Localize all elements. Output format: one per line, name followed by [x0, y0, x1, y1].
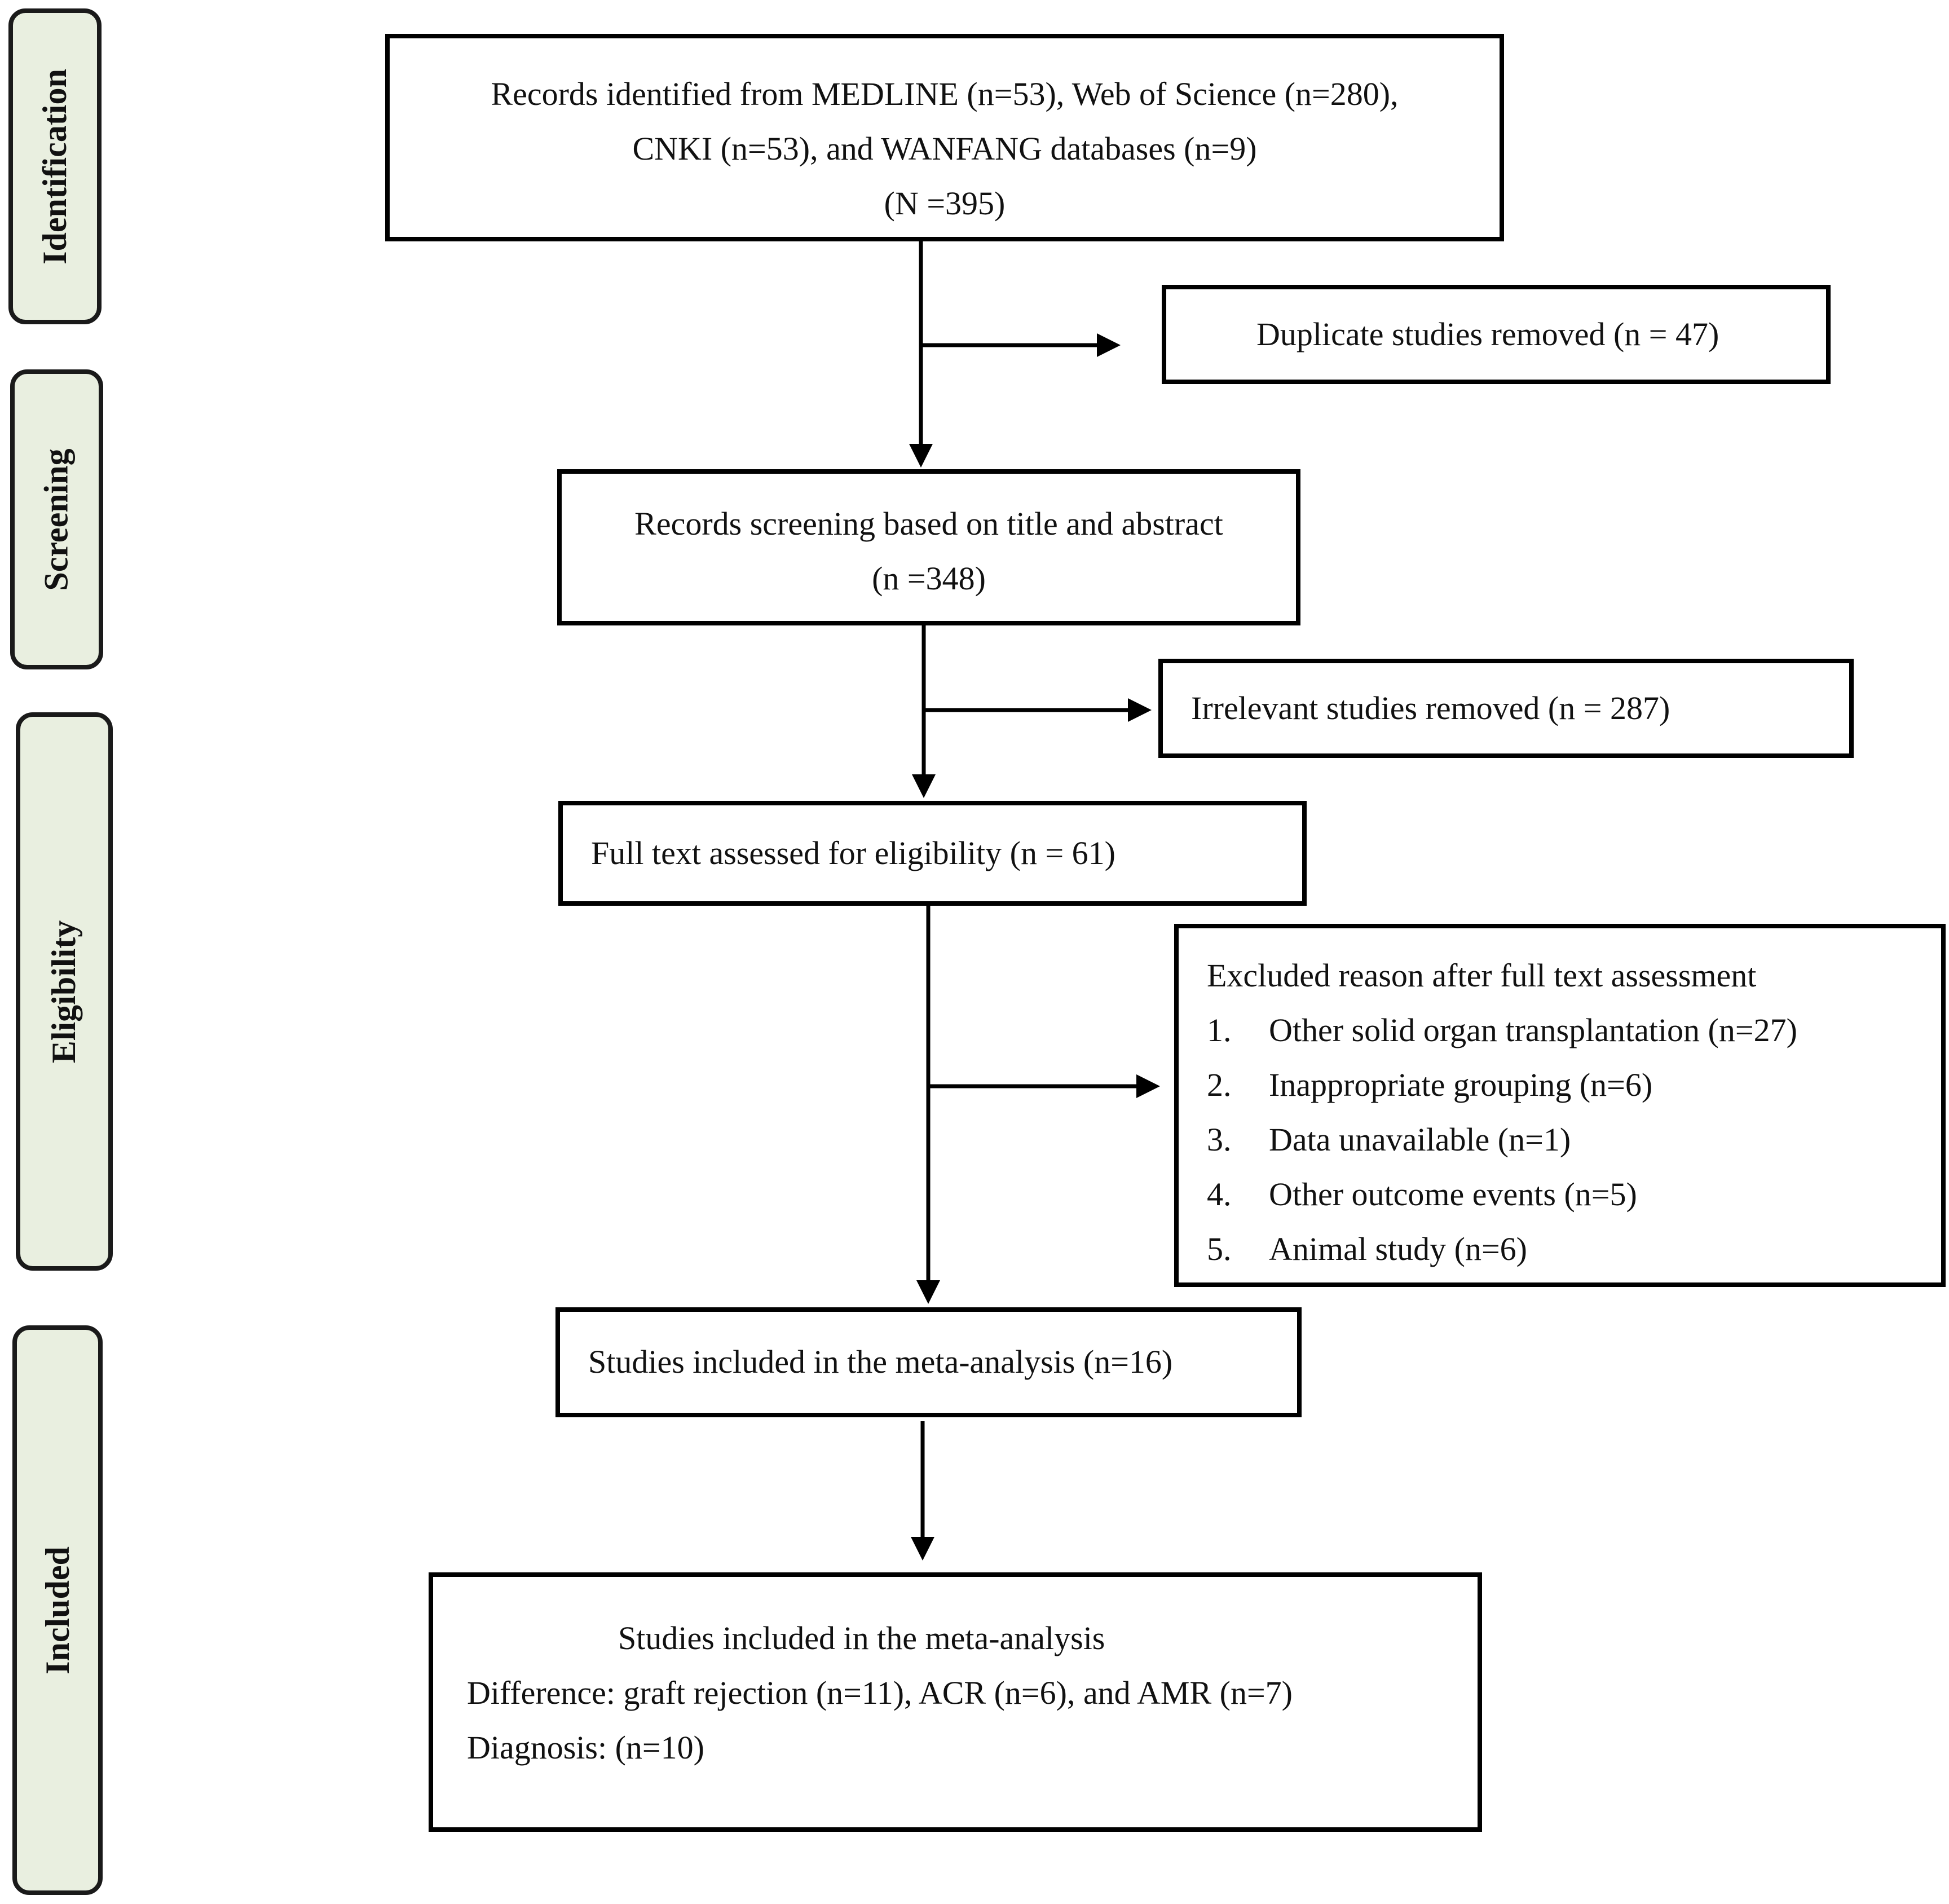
records-identified-box: Records identified from MEDLINE (n=53), … [385, 34, 1504, 241]
records-identified-line1: Records identified from MEDLINE (n=53), … [491, 76, 1399, 112]
excluded-reason-item: 3. Data unavailable (n=1) [1207, 1112, 1941, 1167]
excluded-reasons-list: 1. Other solid organ transplantation (n=2… [1207, 1003, 1941, 1276]
phase-identification: Identification [8, 8, 102, 324]
irrelevant-removed-box: Irrelevant studies removed (n = 287) [1158, 659, 1854, 758]
excluded-reason-number: 5. [1207, 1231, 1232, 1267]
records-screening-count: (n =348) [872, 560, 986, 597]
full-text-assessed-box: Full text assessed for eligibility (n = … [558, 801, 1307, 906]
final-included-box: Studies included in the meta-analysis Di… [429, 1572, 1482, 1832]
excluded-reason-number: 2. [1207, 1066, 1232, 1103]
phase-eligibility: Eligibility [16, 712, 113, 1271]
phase-screening: Screening [10, 369, 103, 669]
excluded-reason-text: Data unavailable (n=1) [1269, 1121, 1571, 1158]
excluded-reasons-title: Excluded reason after full text assessme… [1207, 957, 1757, 994]
excluded-reason-text: Animal study (n=6) [1269, 1231, 1527, 1267]
records-screening-line1: Records screening based on title and abs… [634, 505, 1223, 542]
excluded-reason-item: 5. Animal study (n=6) [1207, 1222, 1941, 1276]
final-included-title: Studies included in the meta-analysis [618, 1620, 1105, 1656]
excluded-reason-item: 1. Other solid organ transplantation (n=2… [1207, 1003, 1941, 1057]
excluded-reason-item: 4. Other outcome events (n=5) [1207, 1167, 1941, 1222]
full-text-assessed-label: Full text assessed for eligibility (n = … [591, 835, 1115, 871]
records-screening-box: Records screening based on title and abs… [557, 469, 1300, 625]
excluded-reason-number: 4. [1207, 1176, 1232, 1213]
final-diagnosis-line: Diagnosis: (n=10) [467, 1729, 704, 1766]
excluded-reason-text: Other outcome events (n=5) [1269, 1176, 1637, 1213]
studies-included-box: Studies included in the meta-analysis (n… [555, 1307, 1302, 1417]
final-difference-line: Difference: graft rejection (n=11), ACR … [467, 1674, 1293, 1711]
excluded-reason-text: Other solid organ transplantation (n=27) [1269, 1012, 1797, 1048]
excluded-reason-number: 1. [1207, 1012, 1232, 1048]
studies-included-label: Studies included in the meta-analysis (n… [588, 1343, 1173, 1380]
excluded-reason-number: 3. [1207, 1121, 1232, 1158]
excluded-reason-item: 2. Inappropriate grouping (n=6) [1207, 1057, 1941, 1112]
excluded-reason-text: Inappropriate grouping (n=6) [1269, 1066, 1653, 1103]
records-identified-line2: CNKI (n=53), and WANFANG databases (n=9) [632, 130, 1257, 167]
phase-included: Included [12, 1325, 103, 1895]
irrelevant-removed-label: Irrelevant studies removed (n = 287) [1191, 690, 1670, 726]
duplicates-removed-box: Duplicate studies removed (n = 47) [1162, 285, 1831, 384]
excluded-reasons-box: Excluded reason after full text assessme… [1174, 924, 1946, 1287]
duplicates-removed-label: Duplicate studies removed (n = 47) [1256, 316, 1719, 352]
records-identified-total: (N =395) [884, 185, 1006, 222]
